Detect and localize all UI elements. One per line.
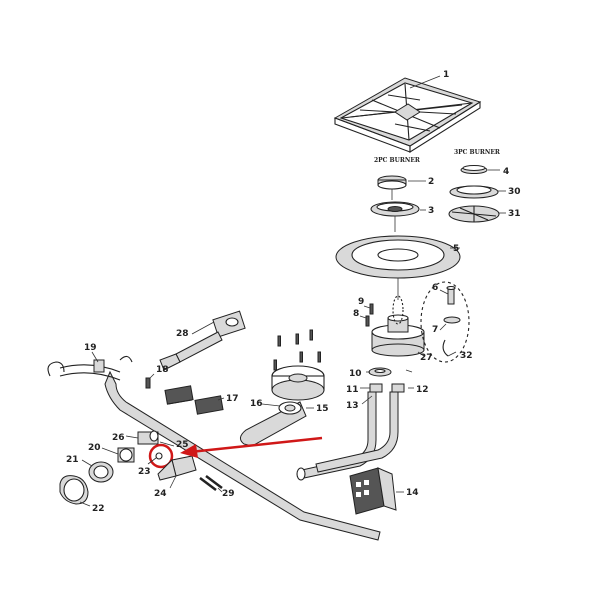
label-2pc-burner: 2PC BURNER — [374, 157, 421, 164]
screw-9[interactable] — [369, 303, 374, 315]
callout-29: 29 — [222, 489, 235, 499]
burner-base-3pc[interactable] — [448, 205, 500, 223]
callout-6: 6 — [432, 283, 438, 293]
burner-cap-3pc[interactable] — [460, 164, 488, 174]
callout-31: 31 — [508, 209, 521, 219]
highlight-arrow — [180, 436, 323, 458]
highlighted-part[interactable] — [148, 443, 174, 469]
callout-16: 16 — [250, 399, 263, 409]
callout-32: 32 — [460, 351, 473, 361]
orifice-holder[interactable] — [368, 367, 392, 377]
callout-22: 22 — [92, 504, 105, 514]
igniter-assembly[interactable] — [420, 281, 470, 363]
gas-valve[interactable] — [117, 430, 159, 463]
callout-20: 20 — [88, 443, 101, 453]
callout-13: 13 — [346, 401, 359, 411]
hose-clip[interactable] — [47, 355, 133, 377]
callout-5: 5 — [453, 244, 459, 254]
callout-21: 21 — [66, 455, 79, 465]
leader-lines — [79, 75, 506, 507]
callout-27: 27 — [420, 353, 433, 363]
burner-base[interactable] — [371, 295, 425, 357]
callout-7: 7 — [432, 325, 438, 335]
callout-28: 28 — [176, 329, 189, 339]
callout-18: 18 — [156, 365, 169, 375]
label-3pc-burner: 3PC BURNER — [454, 149, 501, 156]
gas-regulator[interactable] — [159, 310, 246, 371]
venturi-tube[interactable] — [240, 401, 307, 447]
burner-housing[interactable] — [271, 365, 325, 401]
callout-8: 8 — [353, 309, 359, 319]
callout-30: 30 — [508, 187, 521, 197]
screw-18[interactable] — [145, 377, 151, 389]
callout-2: 2 — [428, 177, 434, 187]
valve-bracket[interactable] — [157, 455, 197, 489]
tube-fittings[interactable] — [296, 383, 405, 481]
callout-3: 3 — [428, 206, 434, 216]
callout-1: 1 — [443, 70, 449, 80]
burner-head-2pc[interactable] — [370, 201, 420, 232]
control-knob[interactable] — [59, 475, 89, 505]
spark-module[interactable] — [349, 467, 397, 515]
burner-grate[interactable] — [333, 77, 482, 153]
callout-17: 17 — [226, 394, 239, 404]
callout-11: 11 — [346, 385, 359, 395]
gas-manifold-tube[interactable] — [59, 364, 381, 541]
screws-29[interactable] — [199, 475, 223, 491]
burner-cap-2pc[interactable] — [377, 175, 407, 200]
callout-19: 19 — [84, 343, 97, 353]
callout-25: 25 — [176, 440, 189, 450]
burner-bowl[interactable] — [335, 235, 461, 300]
callout-26: 26 — [112, 433, 125, 443]
callout-24: 24 — [154, 489, 167, 499]
callout-23: 23 — [138, 467, 151, 477]
callout-4: 4 — [503, 167, 509, 177]
screw-8[interactable] — [365, 315, 370, 327]
terminal-blocks[interactable] — [164, 385, 224, 415]
burner-ring-3pc[interactable] — [449, 185, 499, 199]
callout-12: 12 — [416, 385, 429, 395]
callout-15: 15 — [316, 404, 329, 414]
callout-10: 10 — [349, 369, 362, 379]
callout-14: 14 — [406, 488, 419, 498]
callout-9: 9 — [358, 297, 364, 307]
callout-labels: 1 2 3 4 5 6 7 8 9 10 11 12 13 14 15 16 1… — [66, 70, 521, 514]
mounting-screws[interactable] — [273, 329, 321, 371]
knob-bezel[interactable] — [88, 461, 114, 483]
